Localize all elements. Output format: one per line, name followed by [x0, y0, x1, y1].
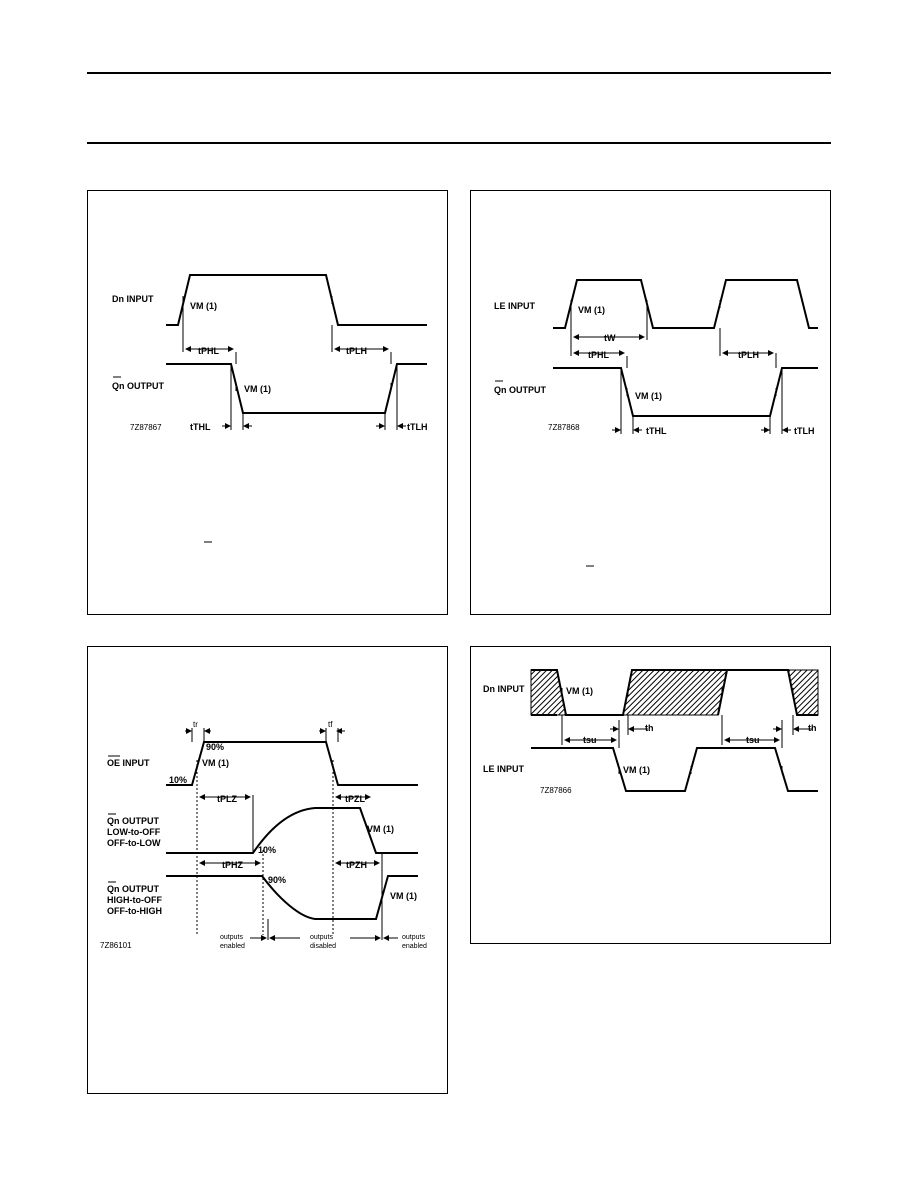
p3-tpzl: tPZL: [345, 794, 365, 804]
p2-ttlh: tTLH: [794, 426, 815, 436]
diagram-panel-propagation-le: [470, 190, 831, 615]
p1-figure-code: 7Z87867: [130, 423, 162, 432]
p1-tplh: tPLH: [346, 346, 367, 356]
p3-vm-out1: VM (1): [367, 824, 394, 834]
p3-enabled-1a: outputs: [220, 934, 243, 941]
le-input-label: LE INPUT: [494, 301, 536, 311]
panel-3-waveforms: OE INPUT Qn OUTPUT LOW-to-OFF OFF-to-LOW…: [100, 720, 427, 950]
p1-tphl: tPHL: [198, 346, 219, 356]
p3-vm-out2: VM (1): [390, 891, 417, 901]
p3-enabled-2a: outputs: [402, 934, 425, 941]
header-rule-bottom: [87, 142, 831, 144]
p4-tsu-2: tsu: [746, 735, 760, 745]
p2-tphl: tPHL: [588, 350, 609, 360]
out1-label-line1: Qn OUTPUT: [107, 816, 159, 826]
p3-10-b: 10%: [258, 845, 276, 855]
p3-90-a: 90%: [206, 742, 224, 752]
panel-2-waveforms: LE INPUT Qn OUTPUT VM (1) VM (1) tW tPHL…: [494, 279, 818, 567]
p3-disabled-a: outputs: [310, 934, 333, 941]
out1-label-line2: LOW-to-OFF: [107, 827, 161, 837]
p3-tphz: tPHZ: [222, 860, 243, 870]
p1-vm-output: VM (1): [244, 384, 271, 394]
p3-figure-code: 7Z86101: [100, 941, 132, 950]
dn-input-label-4: Dn INPUT: [483, 684, 525, 694]
out2-label-line1: Qn OUTPUT: [107, 884, 159, 894]
p3-enabled-2b: enabled: [402, 943, 427, 950]
p4-th-2: th: [808, 723, 817, 733]
dn-hatch-2: [622, 669, 728, 716]
panel-4-waveforms: Dn INPUT LE INPUT VM (1) VM (1) th th ts…: [483, 669, 819, 795]
le-input-wave-4: [531, 747, 818, 792]
p1-tthl: tTHL: [190, 422, 211, 432]
panel-1-waveforms: Dn INPUT Qn OUTPUT VM (1) VM (1) tPHL tP…: [112, 274, 428, 543]
p3-disabled-b: disabled: [310, 943, 336, 950]
out1-label-line3: OFF-to-LOW: [107, 838, 161, 848]
dn-input-wave: [166, 274, 427, 326]
p3-enabled-1b: enabled: [220, 943, 245, 950]
p1-ttlh: tTLH: [407, 422, 428, 432]
p1-vm-input: VM (1): [190, 301, 217, 311]
p2-vm-output: VM (1): [635, 391, 662, 401]
p4-th-1: th: [645, 723, 654, 733]
p2-tplh: tPLH: [738, 350, 759, 360]
qn-output-wave-2: [553, 367, 818, 417]
p3-tr: tr: [193, 720, 198, 729]
qn-output-label-2: Qn OUTPUT: [494, 385, 546, 395]
p3-tf: tf: [328, 720, 333, 729]
p2-tthl: tTHL: [646, 426, 667, 436]
p2-tw: tW: [604, 333, 616, 343]
p3-10-a: 10%: [169, 775, 187, 785]
p2-figure-code: 7Z87868: [548, 423, 580, 432]
out2-label-line3: OFF-to-HIGH: [107, 906, 162, 916]
qn-output-label: Qn OUTPUT: [112, 381, 164, 391]
p4-tsu-1: tsu: [583, 735, 597, 745]
dn-input-label: Dn INPUT: [112, 294, 154, 304]
header-rule-top: [87, 72, 831, 74]
p4-vm-dn: VM (1): [566, 686, 593, 696]
p2-vm-input: VM (1): [578, 305, 605, 315]
out2-wave: [166, 875, 418, 920]
out2-label-line2: HIGH-to-OFF: [107, 895, 162, 905]
le-input-wave: [553, 279, 818, 329]
oe-input-label: OE INPUT: [107, 758, 150, 768]
diagram-panel-enable-disable: [87, 646, 448, 1094]
p3-tplz: tPLZ: [217, 794, 237, 804]
qn-output-wave: [166, 363, 427, 414]
p3-vm-input: VM (1): [202, 758, 229, 768]
p4-figure-code: 7Z87866: [540, 786, 572, 795]
p3-tpzh: tPZH: [346, 860, 367, 870]
oe-input-wave: [166, 741, 418, 786]
le-input-label-4: LE INPUT: [483, 764, 525, 774]
p4-vm-le: VM (1): [623, 765, 650, 775]
out1-wave: [166, 807, 418, 854]
p3-90-b: 90%: [268, 875, 286, 885]
